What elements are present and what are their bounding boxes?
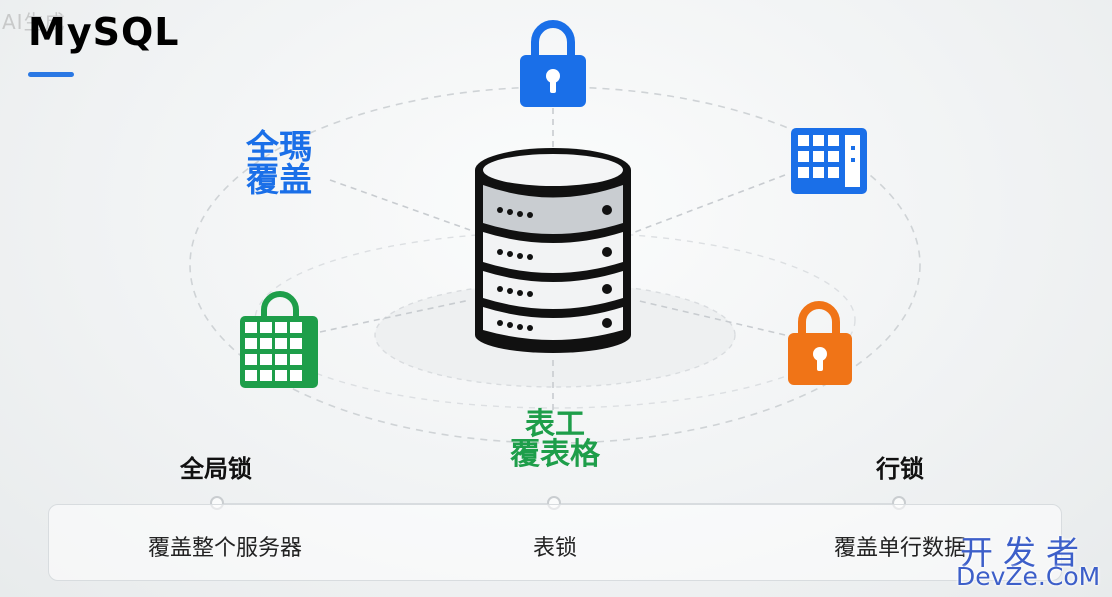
row-lock-heading: 行锁 (876, 455, 924, 483)
table-lock-description: 表锁 (532, 536, 577, 561)
ai-generated-watermark: AI生成 (2, 10, 66, 34)
page-title: MySQL (28, 10, 180, 54)
brand-watermark-cn: 开发者 (960, 533, 1089, 572)
connector-top-right (634, 174, 786, 233)
table-coverage-line-1: 表工 (525, 407, 585, 442)
padlock-right-icon (788, 301, 852, 385)
table-coverage-line-2: 覆表格 (510, 437, 600, 472)
global-coverage-label: 全瑪 覆盖 (240, 130, 318, 196)
lock-scope-panel (48, 504, 1062, 581)
connector-left (319, 299, 471, 333)
global-lock-description: 覆盖整个服务器 (147, 536, 302, 561)
global-lock-heading: 全局锁 (180, 455, 252, 483)
global-coverage-line-2: 覆盖 (246, 160, 312, 199)
padlock-top-icon (520, 20, 586, 107)
table-grid-icon (791, 128, 867, 194)
database-server-icon (475, 148, 631, 353)
table-padlock-icon (240, 291, 318, 388)
row-lock-description: 覆盖单行数据 (833, 536, 966, 561)
title-underline (28, 72, 74, 77)
connector-right (634, 299, 786, 336)
inner-orbit (254, 231, 856, 409)
global-coverage-line-1: 全瑪 (246, 127, 312, 166)
table-coverage-label: 表工 覆表格 (505, 410, 605, 470)
brand-watermark-en: DevZe.CoM (956, 562, 1101, 591)
connector-top-left (329, 179, 471, 231)
